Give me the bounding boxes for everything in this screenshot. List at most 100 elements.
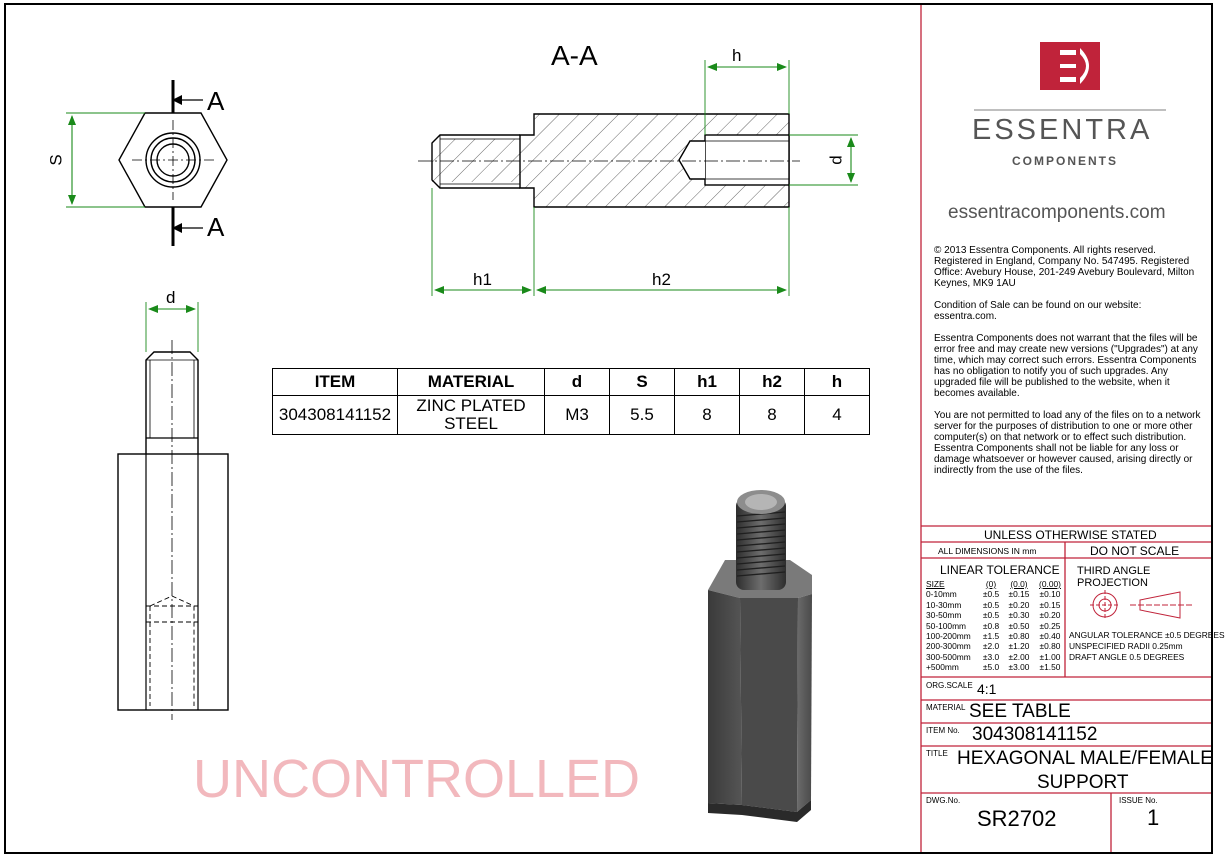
material-label: MATERIAL — [926, 703, 966, 712]
cell-material: ZINC PLATED STEEL — [397, 395, 545, 435]
item-value: 304308141152 — [972, 724, 1098, 745]
org-scale-label: ORG.SCALE — [926, 681, 973, 690]
tol-value: ±3.0 — [982, 651, 1000, 662]
dim-h2-label: h2 — [652, 270, 671, 289]
tol-value: ±3.00 — [1008, 662, 1030, 673]
material-value: SEE TABLE — [969, 701, 1071, 722]
unspecified-radii: UNSPECIFIED RADII 0.25mm — [1069, 641, 1183, 651]
website-link[interactable]: essentracomponents.com — [948, 202, 1166, 223]
dim-d-front-label: d — [166, 288, 176, 307]
do-not-scale: DO NOT SCALE — [1090, 544, 1180, 558]
legal-paragraph: You are not permitted to load any of the… — [934, 410, 1201, 476]
cell-s: 5.5 — [609, 395, 675, 435]
section-view — [418, 60, 858, 296]
cell-item: 304308141152 — [272, 395, 398, 435]
tol-value: ±0.5 — [982, 610, 1000, 621]
table-row: 300-500mm ±3.0 ±2.00 ±1.00 — [926, 652, 1066, 662]
tol-size: +500mm — [926, 662, 959, 673]
tol-value: ±0.40 — [1039, 631, 1061, 642]
tol-value: ±0.20 — [1039, 610, 1061, 621]
issue-label: ISSUE No. — [1119, 796, 1158, 805]
table-row: +500mm ±5.0 ±3.00 ±1.50 — [926, 662, 1066, 672]
all-dimensions: ALL DIMENSIONS IN mm — [938, 546, 1037, 556]
tol-size: 0-10mm — [926, 589, 957, 600]
tolerance-table: SIZE (0) (0.0) (0.00) 0-10mm±0.5±0.15±0.… — [926, 579, 1066, 673]
tol-value: ±0.5 — [982, 599, 1000, 610]
cell-h1: 8 — [674, 395, 740, 435]
dim-s-label: S — [46, 154, 66, 166]
tol-size: 10-30mm — [926, 599, 962, 610]
tol-value: ±0.8 — [982, 620, 1000, 631]
essentra-logo-icon — [974, 42, 1166, 111]
tol-size: 300-500mm — [926, 651, 971, 662]
item-label: ITEM No. — [926, 726, 960, 735]
table-row: 304308141152 ZINC PLATED STEEL M3 5.5 8 … — [272, 395, 870, 435]
dwg-label: DWG.No. — [926, 796, 961, 805]
isometric-render — [708, 490, 812, 822]
header-h2: h2 — [739, 368, 805, 396]
top-view — [66, 80, 228, 246]
tol-size: 50-100mm — [926, 620, 967, 631]
table-row: 0-10mm ±0.5 ±0.15 ±0.10 — [926, 589, 1066, 599]
cell-d: M3 — [544, 395, 610, 435]
unless-stated: UNLESS OTHERWISE STATED — [984, 528, 1157, 542]
legal-paragraph: Essentra Components does not warrant tha… — [934, 333, 1198, 399]
dwg-number: SR2702 — [977, 806, 1057, 831]
spec-table: ITEM MATERIAL d S h1 h2 h 304308141152 Z… — [272, 368, 870, 435]
tol-value: ±0.10 — [1039, 589, 1061, 600]
dim-h-label: h — [732, 46, 742, 65]
title-label: TITLE — [926, 749, 948, 758]
legal-paragraph: Condition of Sale can be found on our we… — [934, 300, 1142, 322]
tol-value: ±2.00 — [1008, 651, 1030, 662]
tol-value: ±0.20 — [1008, 599, 1030, 610]
header-h: h — [804, 368, 870, 396]
issue-number: 1 — [1147, 805, 1160, 830]
legal-notice: © 2013 Essentra Components. All rights r… — [934, 245, 1206, 487]
tol-value: ±1.00 — [1039, 651, 1061, 662]
tol-value: ±0.80 — [1039, 641, 1061, 652]
linear-tolerance-title: LINEAR TOLERANCE — [940, 563, 1060, 577]
tol-size: 100-200mm — [926, 631, 971, 642]
table-row: 10-30mm ±0.5 ±0.20 ±0.15 — [926, 600, 1066, 610]
third-angle-title: THIRD ANGLE PROJECTION — [1077, 565, 1151, 589]
dim-h1-label: h1 — [473, 270, 492, 289]
cut-label-bottom: A — [207, 212, 225, 242]
watermark: UNCONTROLLED — [193, 749, 641, 809]
tol-value: ±0.30 — [1008, 610, 1030, 621]
tol-value: ±0.15 — [1008, 589, 1030, 600]
header-h1: h1 — [674, 368, 740, 396]
tol-value: ±0.80 — [1008, 631, 1030, 642]
drawing-title-line1: HEXAGONAL MALE/FEMALE — [957, 748, 1213, 769]
header-material: MATERIAL — [397, 368, 545, 396]
cell-h: 4 — [804, 395, 870, 435]
table-row: 100-200mm ±1.5 ±0.80 ±0.40 — [926, 631, 1066, 641]
tol-value: ±0.5 — [982, 589, 1000, 600]
table-row: 50-100mm ±0.8 ±0.50 ±0.25 — [926, 621, 1066, 631]
header-d: d — [544, 368, 610, 396]
tol-value: ±1.20 — [1008, 641, 1030, 652]
drawing-title-line2: SUPPORT — [1037, 772, 1129, 793]
brand-name: ESSENTRA — [972, 114, 1153, 146]
tol-header: (0) — [985, 579, 997, 589]
tol-value: ±5.0 — [982, 662, 1000, 673]
tol-header: (0.00) — [1039, 579, 1061, 589]
angular-tolerance: ANGULAR TOLERANCE ±0.5 DEGREES — [1069, 630, 1225, 640]
org-scale-value: 4:1 — [977, 681, 997, 697]
tol-value: ±2.0 — [982, 641, 1000, 652]
tol-value: ±1.50 — [1039, 662, 1061, 673]
table-row: 200-300mm ±2.0 ±1.20 ±0.80 — [926, 641, 1066, 651]
tol-header: SIZE — [926, 579, 945, 589]
tol-size: 200-300mm — [926, 641, 971, 652]
front-view — [117, 302, 229, 720]
tol-value: ±1.5 — [982, 631, 1000, 642]
cell-h2: 8 — [739, 395, 805, 435]
sheet-border — [4, 3, 1213, 854]
tol-value: ±0.25 — [1039, 620, 1061, 631]
tol-value: ±0.15 — [1039, 599, 1061, 610]
table-row: 30-50mm±0.5±0.30±0.20 — [926, 610, 1066, 620]
cut-label-top: A — [207, 86, 225, 116]
third-angle-projection-icon — [1090, 590, 1192, 620]
dim-d-section-label: d — [826, 155, 846, 165]
tol-value: ±0.50 — [1008, 620, 1030, 631]
